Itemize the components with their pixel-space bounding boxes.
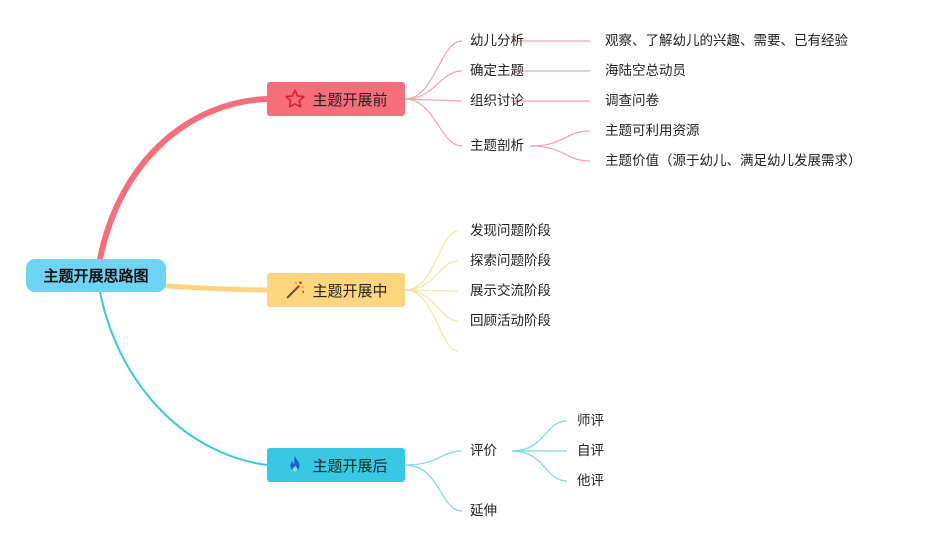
branch-during-label: 主题开展中 <box>312 281 388 300</box>
magic-wand-icon <box>284 279 306 301</box>
root-label: 主题开展思路图 <box>43 267 149 285</box>
branch-after[interactable]: 主题开展后 <box>267 448 405 482</box>
star-icon <box>284 88 306 110</box>
node-eval-self[interactable]: 自评 <box>577 443 604 459</box>
node-detail-resources[interactable]: 主题可利用资源 <box>605 123 700 139</box>
links-before <box>404 40 591 162</box>
node-child-extension[interactable]: 延伸 <box>470 503 497 519</box>
link-root-during <box>163 283 270 293</box>
branch-before[interactable]: 主题开展前 <box>267 82 405 116</box>
node-child-discussion[interactable]: 组织讨论 <box>470 93 524 109</box>
root-node[interactable]: 主题开展思路图 <box>26 259 166 292</box>
node-detail-value[interactable]: 主题价值（源于幼儿、满足幼儿发展需求） <box>605 153 862 169</box>
node-eval-peer[interactable]: 他评 <box>577 473 604 489</box>
node-child-topic[interactable]: 确定主题 <box>470 63 524 79</box>
node-detail-discussion[interactable]: 调查问卷 <box>605 93 659 109</box>
branch-during[interactable]: 主题开展中 <box>267 273 405 307</box>
branch-after-label: 主题开展后 <box>312 456 388 475</box>
node-child-analysis[interactable]: 幼儿分析 <box>470 33 524 49</box>
branch-before-label: 主题开展前 <box>312 90 388 109</box>
node-detail-topic[interactable]: 海陆空总动员 <box>605 63 686 79</box>
flame-icon <box>284 454 306 476</box>
links-during <box>404 230 459 352</box>
node-detail-analysis[interactable]: 观察、了解幼儿的兴趣、需要、已有经验 <box>605 33 848 49</box>
node-stage-explore[interactable]: 探索问题阶段 <box>470 253 551 269</box>
node-stage-discover[interactable]: 发现问题阶段 <box>470 223 551 239</box>
node-stage-present[interactable]: 展示交流阶段 <box>470 283 551 299</box>
link-root-after <box>99 291 268 466</box>
node-stage-review[interactable]: 回顾活动阶段 <box>470 313 551 329</box>
link-root-before <box>97 96 270 262</box>
node-child-evaluation[interactable]: 评价 <box>470 443 497 459</box>
node-eval-teacher[interactable]: 师评 <box>577 413 604 429</box>
node-child-breakdown[interactable]: 主题剖析 <box>470 138 524 154</box>
links-after <box>404 420 568 512</box>
